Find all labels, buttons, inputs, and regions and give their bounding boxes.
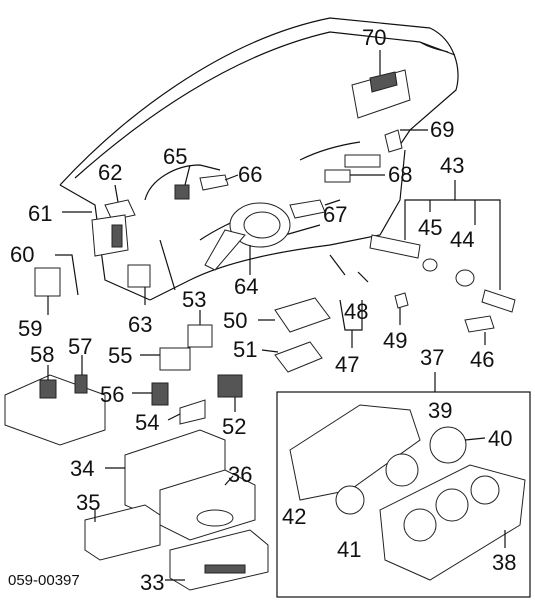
part-64-combination-switch xyxy=(204,202,291,275)
callout-53: 53 xyxy=(182,287,206,312)
part-65-66-switches xyxy=(174,164,239,200)
callout-39: 39 xyxy=(428,398,452,423)
part-46-bracket xyxy=(464,315,495,345)
part-33-radio-unit xyxy=(165,529,269,591)
callout-62: 62 xyxy=(98,160,122,185)
callout-44: 44 xyxy=(450,227,474,252)
part-62-bracket xyxy=(104,184,136,221)
callout-47: 47 xyxy=(335,352,359,377)
callout-66: 66 xyxy=(238,162,262,187)
callout-50: 50 xyxy=(223,308,247,333)
part-58-57-fuse-block xyxy=(4,355,106,446)
callout-64: 64 xyxy=(234,274,258,299)
part-68-switch xyxy=(324,154,385,183)
part-67-lever xyxy=(289,199,341,219)
dashboard-outline xyxy=(59,17,459,301)
part-60-59-unit xyxy=(34,254,79,315)
part-43-45-44-assembly xyxy=(369,180,516,313)
part-48-47-sensors xyxy=(329,254,369,348)
part-51-plate xyxy=(261,341,323,373)
part-34-36-center-console xyxy=(105,429,256,541)
part-61-panel xyxy=(62,211,129,257)
callout-38: 38 xyxy=(492,550,516,575)
part-35-tray xyxy=(84,504,161,561)
part-55-56-54-components xyxy=(132,347,206,425)
callout-67: 67 xyxy=(323,202,347,227)
callout-65: 65 xyxy=(163,144,187,169)
callout-36: 36 xyxy=(228,462,252,487)
part-63-relay xyxy=(127,264,151,305)
part-53-switch xyxy=(187,310,213,348)
callout-57: 57 xyxy=(68,334,92,359)
callout-43: 43 xyxy=(440,153,464,178)
part-70-module xyxy=(351,50,411,119)
callout-37: 37 xyxy=(420,345,444,370)
callout-68: 68 xyxy=(388,162,412,187)
callout-33: 33 xyxy=(140,570,164,595)
part-52-module xyxy=(217,374,243,412)
callout-58: 58 xyxy=(30,342,54,367)
callout-55: 55 xyxy=(108,343,132,368)
callout-45: 45 xyxy=(418,215,442,240)
diagram-code: 059-00397 xyxy=(8,572,80,589)
part-69-bracket xyxy=(384,129,428,153)
callout-40: 40 xyxy=(488,426,512,451)
callout-48: 48 xyxy=(344,299,368,324)
part-50-control-unit xyxy=(258,297,331,333)
callout-60: 60 xyxy=(10,242,34,267)
callout-51: 51 xyxy=(233,337,257,362)
callout-41: 41 xyxy=(337,537,361,562)
callout-35: 35 xyxy=(76,490,100,515)
callout-69: 69 xyxy=(430,117,454,142)
callout-61: 61 xyxy=(28,201,52,226)
callout-46: 46 xyxy=(470,347,494,372)
callout-34: 34 xyxy=(70,456,94,481)
callout-54: 54 xyxy=(135,410,159,435)
callout-70: 70 xyxy=(362,25,386,50)
cluster-inset-box xyxy=(276,372,531,598)
part-49-clip xyxy=(394,292,409,325)
callout-63: 63 xyxy=(128,312,152,337)
callout-56: 56 xyxy=(100,382,124,407)
callout-52: 52 xyxy=(222,414,246,439)
callout-49: 49 xyxy=(383,328,407,353)
callout-59: 59 xyxy=(18,316,42,341)
callout-42: 42 xyxy=(282,504,306,529)
